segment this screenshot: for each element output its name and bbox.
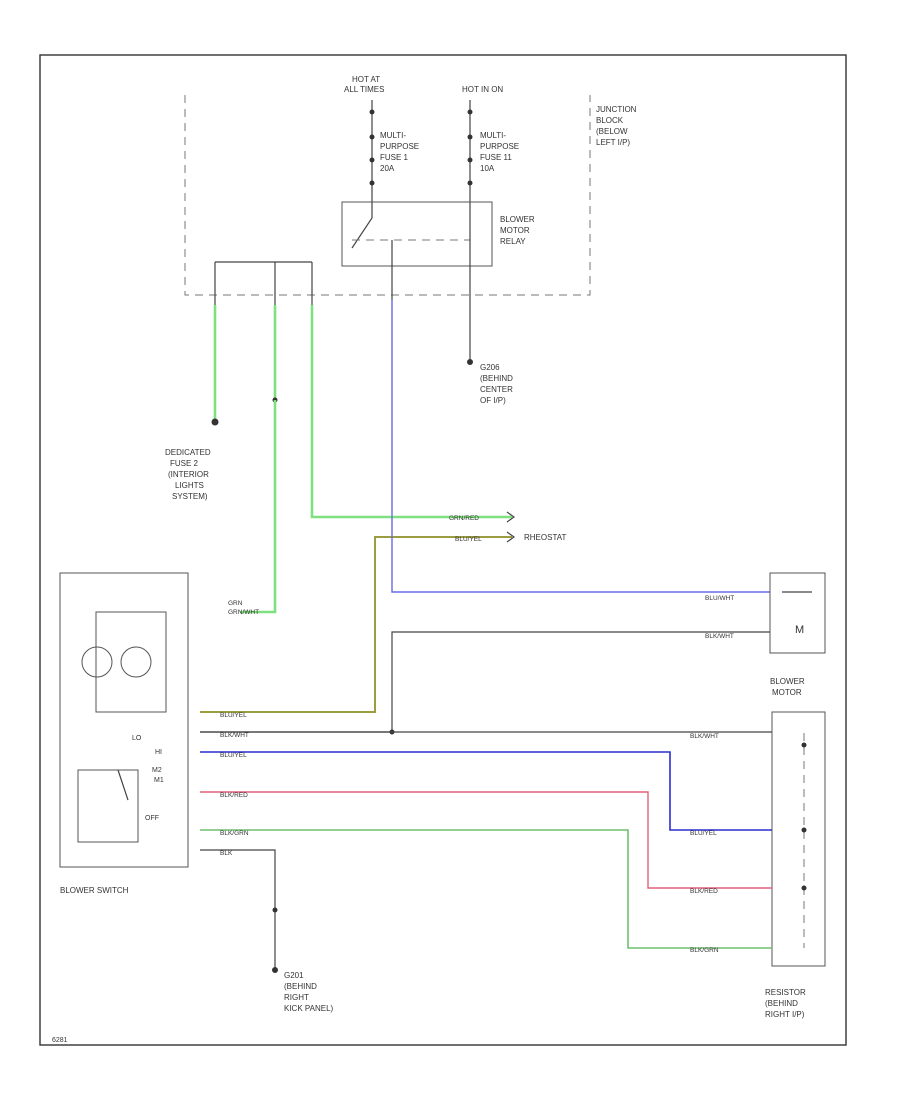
svg-text:BLK: BLK <box>220 850 233 857</box>
wire-motor-to-switch <box>200 631 770 733</box>
svg-text:(INTERIOR: (INTERIOR <box>168 470 209 479</box>
diagram-code: 6281 <box>52 1037 68 1044</box>
svg-text:LIGHTS: LIGHTS <box>175 481 204 490</box>
relay-label: BLOWER MOTOR RELAY <box>500 215 535 246</box>
blower-switch-label: BLOWER SWITCH <box>60 886 129 895</box>
svg-text:MULTI-: MULTI- <box>480 131 506 140</box>
svg-text:BLK/WHT: BLK/WHT <box>220 732 249 739</box>
wire-label-grn-red: GRN/RED <box>449 515 479 522</box>
svg-text:G206: G206 <box>480 363 500 372</box>
svg-text:G201: G201 <box>284 971 304 980</box>
svg-text:HI: HI <box>155 749 162 756</box>
wire-m2 <box>200 791 772 889</box>
illumination-bulb-left <box>81 646 113 678</box>
resistor-block <box>771 711 826 967</box>
svg-text:M2: M2 <box>152 767 162 774</box>
junction-block-outline <box>184 95 591 296</box>
svg-text:BLOWER: BLOWER <box>500 215 535 224</box>
resistor-label: RESISTOR (BEHIND RIGHT I/P) <box>765 988 806 1019</box>
rheostat-label: RHEOSTAT <box>524 533 566 542</box>
svg-text:20A: 20A <box>380 164 395 173</box>
wire-label-blu-yel: BLU/YEL <box>690 830 717 837</box>
svg-text:PURPOSE: PURPOSE <box>380 142 419 151</box>
wire-label-blk-wht: BLK/WHT <box>705 633 734 640</box>
svg-text:MOTOR: MOTOR <box>500 226 530 235</box>
svg-text:(BELOW: (BELOW <box>596 127 628 136</box>
svg-text:OFF: OFF <box>145 815 159 822</box>
fuse1-label: MULTI- PURPOSE FUSE 1 20A <box>380 131 419 173</box>
svg-text:GRN: GRN <box>228 600 243 607</box>
svg-text:DEDICATED: DEDICATED <box>165 448 211 457</box>
wire-relay-to-motor <box>391 300 770 593</box>
svg-text:(BEHIND: (BEHIND <box>765 999 798 1008</box>
blower-switch <box>59 572 189 868</box>
hot-at-all-times-label: HOT AT ALL TIMES <box>344 75 384 94</box>
svg-text:PURPOSE: PURPOSE <box>480 142 519 151</box>
svg-text:HOT AT: HOT AT <box>352 75 380 84</box>
motor-symbol: M <box>795 624 804 636</box>
wire-label-blu-yel-top: BLU/YEL <box>455 536 482 543</box>
switch-position-labels: HI M2 M1 LO OFF <box>132 735 164 822</box>
svg-text:(BEHIND: (BEHIND <box>284 982 317 991</box>
svg-text:BLOWER: BLOWER <box>770 677 805 686</box>
junction-block-label: JUNCTION BLOCK (BELOW LEFT I/P) <box>596 105 637 147</box>
fuse11-label: MULTI- PURPOSE FUSE 11 10A <box>480 131 519 173</box>
wire-rheostat-return <box>200 536 512 713</box>
svg-text:FUSE 11: FUSE 11 <box>480 153 512 162</box>
svg-text:OF I/P): OF I/P) <box>480 396 506 405</box>
svg-text:JUNCTION: JUNCTION <box>596 105 637 114</box>
blower-motor-relay <box>341 201 493 267</box>
svg-text:M1: M1 <box>154 777 164 784</box>
svg-text:GRN/WHT: GRN/WHT <box>228 609 259 616</box>
svg-text:BLK/RED: BLK/RED <box>220 792 248 799</box>
svg-text:FUSE 2: FUSE 2 <box>170 459 199 468</box>
svg-text:RELAY: RELAY <box>500 237 526 246</box>
diagram-frame <box>39 54 847 1046</box>
blower-motor <box>769 572 826 654</box>
blower-motor-label: BLOWER MOTOR <box>770 677 805 697</box>
svg-text:BLU/YEL: BLU/YEL <box>220 752 247 759</box>
relay-contact <box>351 205 373 249</box>
svg-text:MULTI-: MULTI- <box>380 131 406 140</box>
wire-rheostat-feed <box>310 305 512 519</box>
wire-label-blk-grn: BLK/GRN <box>690 947 719 954</box>
svg-text:RESISTOR: RESISTOR <box>765 988 806 997</box>
ground-center-label: G206 (BEHIND CENTER OF I/P) <box>480 363 513 405</box>
hot-in-on-label: HOT IN ON <box>462 85 503 94</box>
svg-text:FUSE 1: FUSE 1 <box>380 153 409 162</box>
svg-text:CENTER: CENTER <box>480 385 513 394</box>
svg-text:BLOCK: BLOCK <box>596 116 624 125</box>
svg-text:KICK PANEL): KICK PANEL) <box>284 1004 334 1013</box>
dedicated-fuse-label: DEDICATED FUSE 2 (INTERIOR LIGHTS SYSTEM… <box>165 448 211 501</box>
wire-hi <box>200 751 772 831</box>
ground-right-label: G201 (BEHIND RIGHT KICK PANEL) <box>284 971 334 1013</box>
switch-ground-wire <box>200 849 276 970</box>
svg-text:LO: LO <box>132 735 142 742</box>
switch-contact <box>117 769 129 801</box>
illumination-bulb-right <box>120 646 152 678</box>
svg-text:BLK/GRN: BLK/GRN <box>220 830 249 837</box>
svg-text:ALL TIMES: ALL TIMES <box>344 85 384 94</box>
svg-text:LEFT I/P): LEFT I/P) <box>596 138 630 147</box>
svg-text:10A: 10A <box>480 164 495 173</box>
svg-text:BLU/YEL: BLU/YEL <box>220 712 247 719</box>
svg-text:SYSTEM): SYSTEM) <box>172 492 208 501</box>
svg-text:RIGHT I/P): RIGHT I/P) <box>765 1010 805 1019</box>
svg-text:MOTOR: MOTOR <box>772 688 802 697</box>
wire-label-blk-wht-2: BLK/WHT <box>690 733 719 740</box>
wire-m1 <box>200 829 772 949</box>
wire-label-blu-wht: BLU/WHT <box>705 595 734 602</box>
svg-text:(BEHIND: (BEHIND <box>480 374 513 383</box>
svg-text:RIGHT: RIGHT <box>284 993 309 1002</box>
wire-label-blk-red: BLK/RED <box>690 888 718 895</box>
